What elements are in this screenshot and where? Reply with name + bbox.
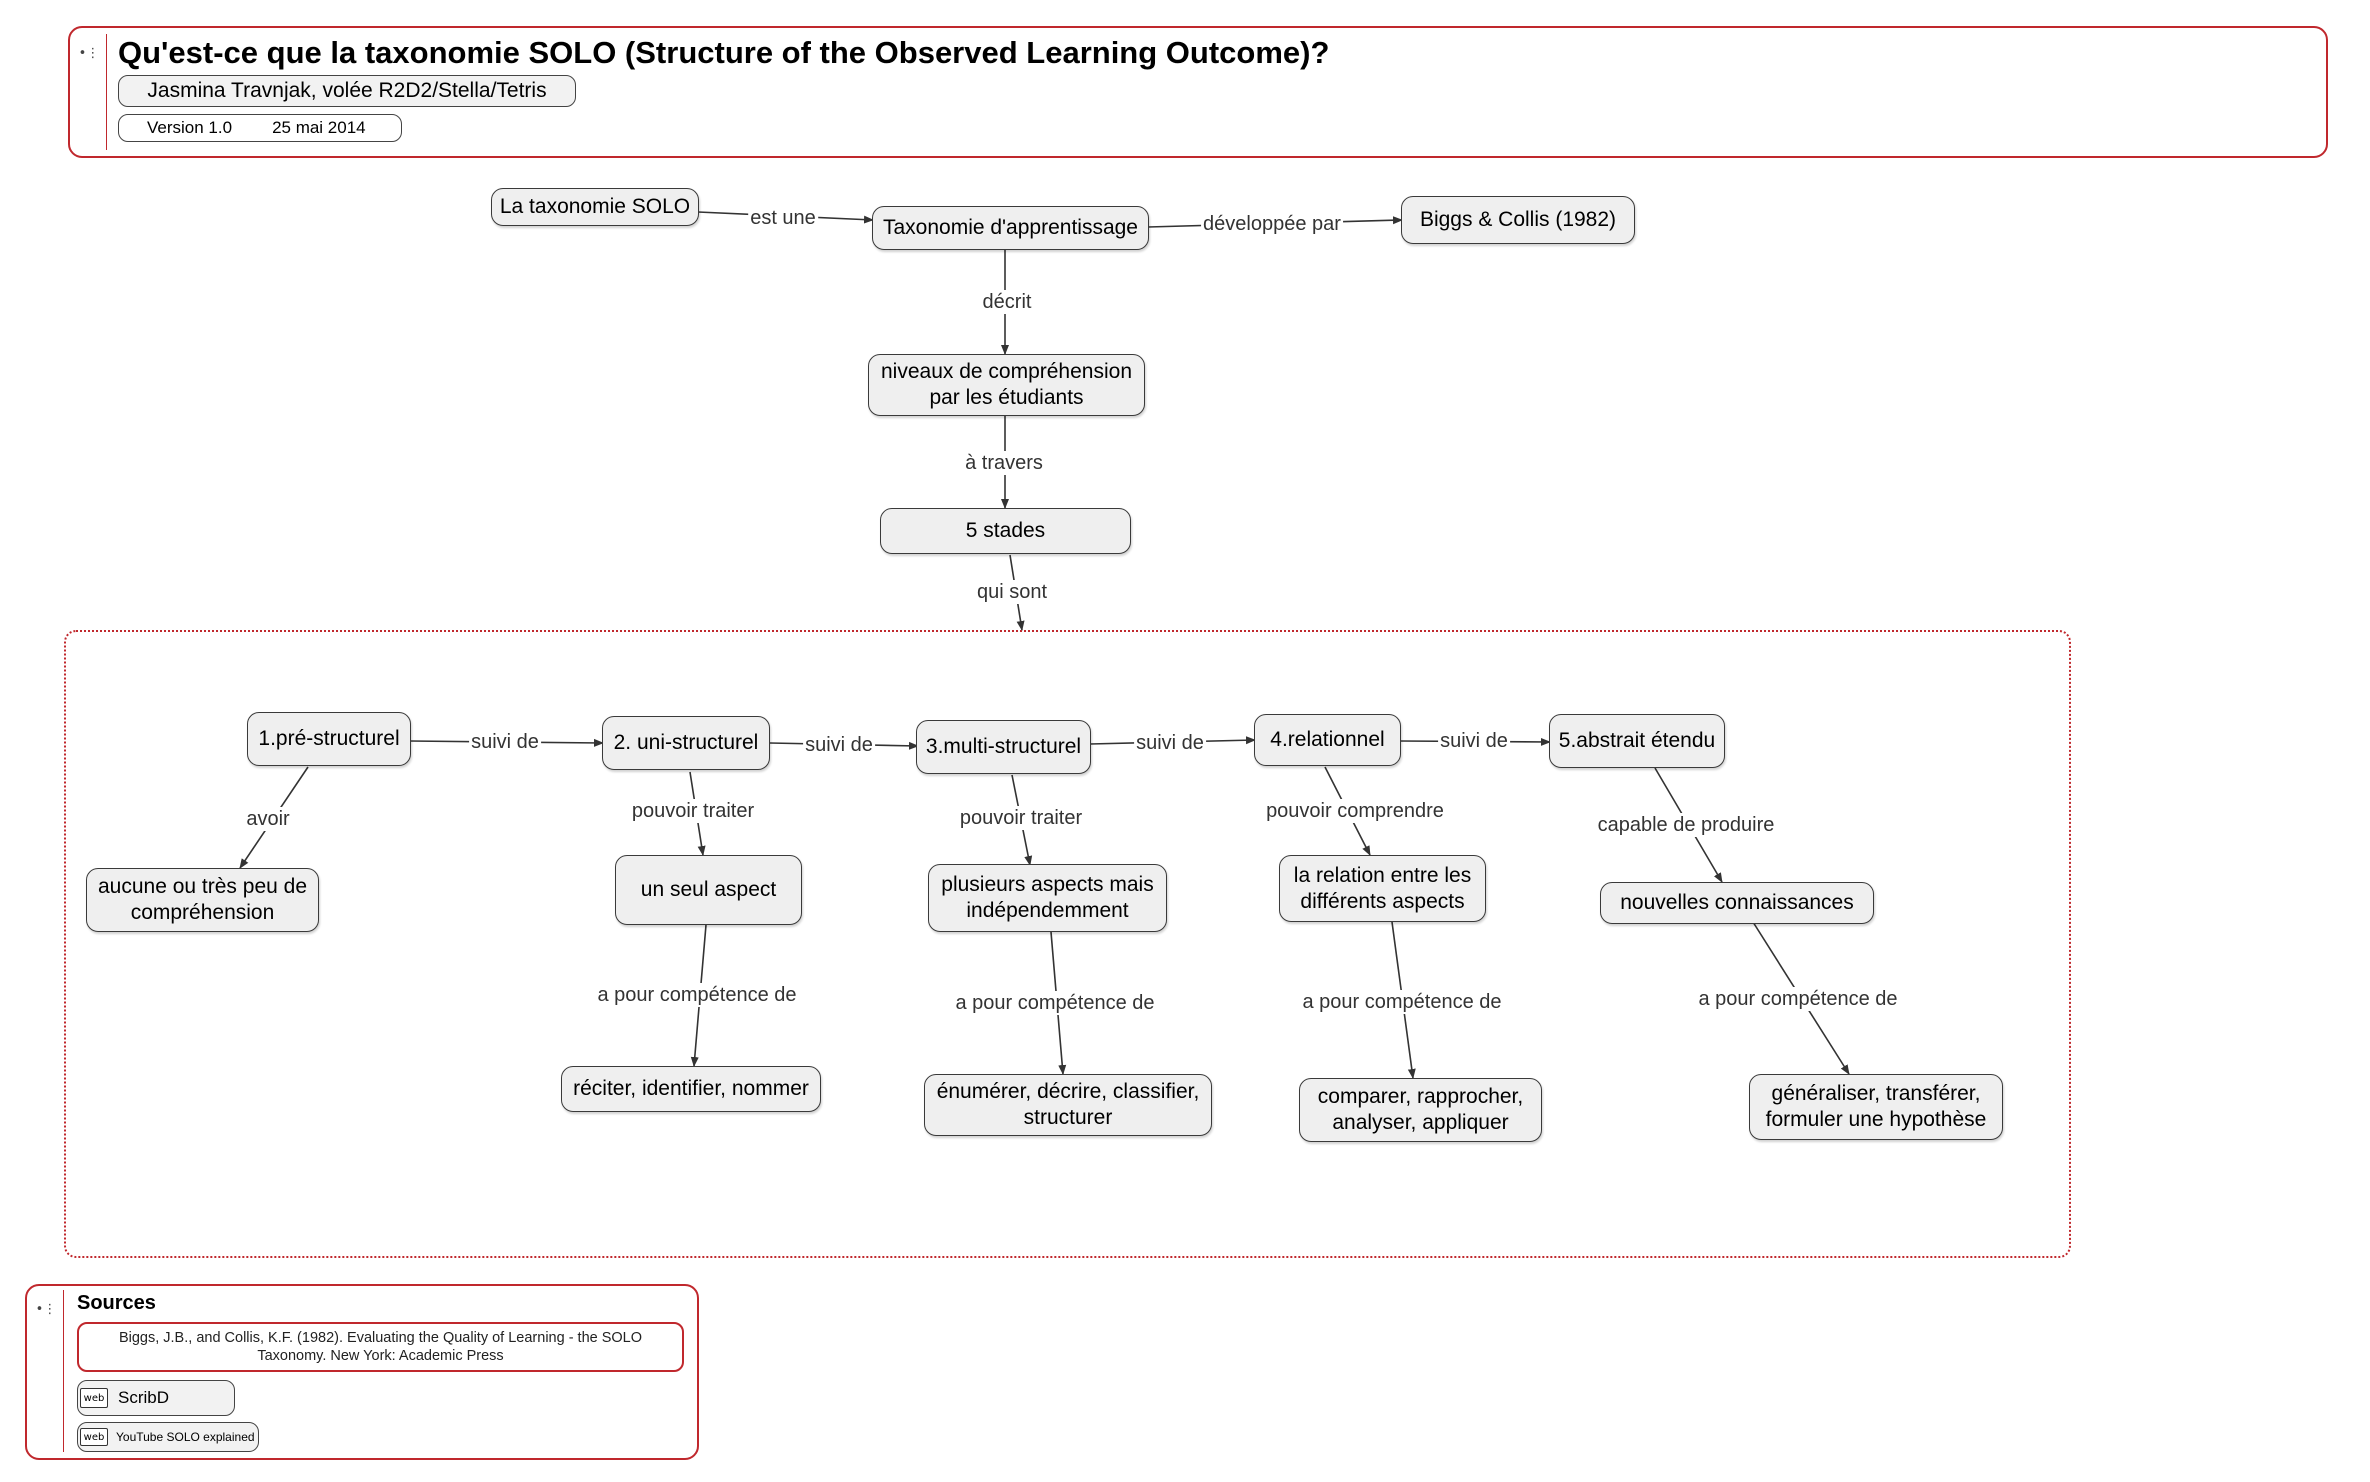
node-stage-5[interactable]: 5.abstrait étendu [1549, 714, 1725, 768]
source-link-scribd[interactable]: web ScribD [77, 1380, 235, 1416]
author-label: Jasmina Travnjak, volée R2D2/Stella/Tetr… [118, 75, 576, 107]
link-label-suivi-de-3: suivi de [1134, 731, 1206, 755]
node-stage-3[interactable]: 3.multi-structurel [916, 720, 1091, 774]
source-link-youtube[interactable]: web YouTube SOLO explained [77, 1422, 259, 1452]
version-box: Version 1.0 25 mai 2014 [118, 114, 402, 142]
header-divider [106, 34, 107, 150]
link-label-developpee-par: développée par [1201, 212, 1343, 236]
outline-handle-icon[interactable]: •⋮ [78, 45, 100, 61]
node-5-stades[interactable]: 5 stades [880, 508, 1131, 554]
link-label-decrit: décrit [980, 290, 1034, 314]
sources-divider [63, 1290, 64, 1452]
stages-group-frame [64, 630, 2071, 1258]
link-label-competence-2: a pour compétence de [953, 991, 1157, 1015]
node-stage-4[interactable]: 4.relationnel [1254, 714, 1401, 766]
link-label-competence-3: a pour compétence de [1300, 990, 1504, 1014]
node-enumerer[interactable]: énumérer, décrire, classifier, structure… [924, 1074, 1212, 1136]
link-label-competence-4: a pour compétence de [1696, 987, 1900, 1011]
header-panel: •⋮ Qu'est-ce que la taxonomie SOLO (Stru… [68, 26, 2328, 158]
link-label-competence-1: a pour compétence de [595, 983, 799, 1007]
version-label: Version 1.0 [147, 118, 233, 137]
link-label-avoir: avoir [244, 807, 292, 831]
node-stage-2[interactable]: 2. uni-structurel [602, 716, 770, 770]
node-comparer[interactable]: comparer, rapprocher, analyser, applique… [1299, 1078, 1542, 1142]
outline-handle-icon[interactable]: •⋮ [35, 1301, 57, 1317]
link-label-qui-sont: qui sont [974, 580, 1050, 604]
node-relation-aspects[interactable]: la relation entre les différents aspects [1279, 855, 1486, 922]
link-label-a-travers: à travers [963, 451, 1045, 475]
link-label-pouvoir-comprendre: pouvoir comprendre [1264, 799, 1446, 823]
link-label-pouvoir-traiter-1: pouvoir traiter [629, 799, 757, 823]
link-label-pouvoir-traiter-2: pouvoir traiter [957, 806, 1085, 830]
node-reciter[interactable]: réciter, identifier, nommer [561, 1066, 821, 1112]
node-taxonomie-solo[interactable]: La taxonomie SOLO [491, 188, 699, 226]
sources-title: Sources [77, 1292, 156, 1314]
node-un-seul-aspect[interactable]: un seul aspect [615, 855, 802, 925]
web-link-icon: web [80, 1388, 108, 1408]
link-label-est-une: est une [748, 206, 818, 230]
page-title: Qu'est-ce que la taxonomie SOLO (Structu… [118, 35, 1330, 70]
sources-panel: •⋮ Sources Biggs, J.B., and Collis, K.F.… [25, 1284, 699, 1460]
node-aucune-comprehension[interactable]: aucune ou très peu de compréhension [86, 868, 319, 932]
link-label-suivi-de-4: suivi de [1438, 729, 1510, 753]
node-taxonomie-apprentissage[interactable]: Taxonomie d'apprentissage [872, 206, 1149, 250]
date-label: 25 mai 2014 [272, 118, 366, 137]
node-plusieurs-aspects[interactable]: plusieurs aspects mais indépendemment [928, 864, 1167, 932]
link-label-suivi-de-2: suivi de [803, 733, 875, 757]
link-label-capable-de-produire: capable de produire [1595, 813, 1777, 837]
source-reference-text: Biggs, J.B., and Collis, K.F. (1982). Ev… [118, 1330, 643, 1364]
source-link-scribd-label: ScribD [118, 1388, 170, 1407]
node-generaliser[interactable]: généraliser, transférer, formuler une hy… [1749, 1074, 2003, 1140]
link-label-suivi-de-1: suivi de [469, 730, 541, 754]
source-reference: Biggs, J.B., and Collis, K.F. (1982). Ev… [77, 1322, 684, 1372]
node-biggs-collis[interactable]: Biggs & Collis (1982) [1401, 196, 1635, 244]
source-link-youtube-label: YouTube SOLO explained [116, 1430, 255, 1444]
node-nouvelles-connaissances[interactable]: nouvelles connaissances [1600, 882, 1874, 924]
web-link-icon: web [80, 1428, 108, 1446]
node-niveaux-comprehension[interactable]: niveaux de compréhension par les étudian… [868, 354, 1145, 416]
node-stage-1[interactable]: 1.pré-structurel [247, 712, 411, 766]
